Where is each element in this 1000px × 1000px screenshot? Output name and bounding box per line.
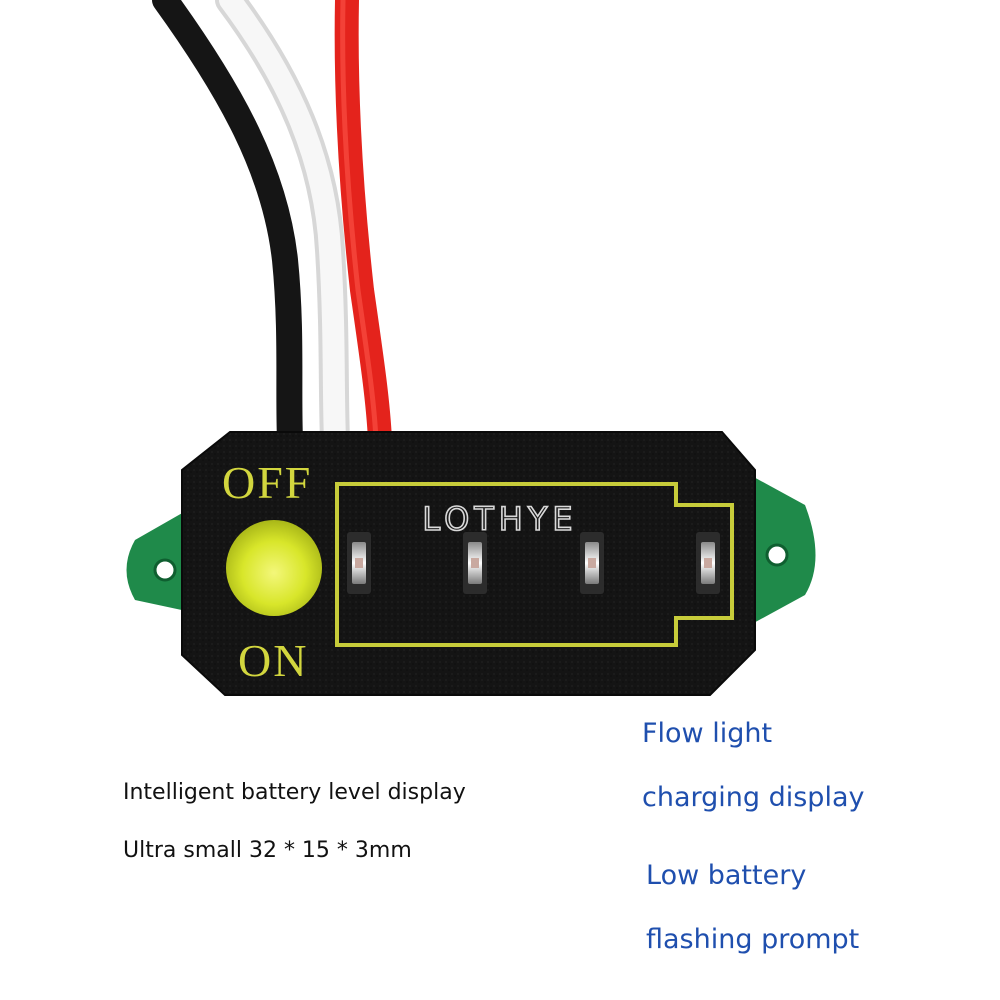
led-2: [463, 532, 487, 594]
brand-label: LOTHYE: [422, 500, 577, 538]
caption-low-battery: Low battery: [646, 860, 807, 891]
caption-dimensions: Ultra small 32 * 15 * 3mm: [123, 838, 412, 863]
battery-outline: [335, 482, 734, 647]
caption-flow-light: Flow light: [642, 718, 773, 749]
wire-bundle: [152, 0, 392, 455]
right-mount-hole: [765, 543, 789, 567]
led-4: [696, 532, 720, 594]
on-label: ON: [238, 635, 308, 686]
off-label: OFF: [222, 457, 312, 508]
power-button[interactable]: [226, 520, 322, 616]
caption-charging-display: charging display: [642, 782, 865, 813]
red-wire: [334, 0, 392, 452]
led-row: [347, 532, 720, 594]
black-wire: [152, 0, 303, 453]
left-mount-hole: [153, 558, 177, 582]
product-photo: OFF ON LOTHYE: [126, 0, 816, 696]
led-1: [347, 532, 371, 594]
led-3: [580, 532, 604, 594]
caption-flashing-prompt: flashing prompt: [646, 924, 860, 955]
caption-feature-title: Intelligent battery level display: [123, 780, 466, 805]
